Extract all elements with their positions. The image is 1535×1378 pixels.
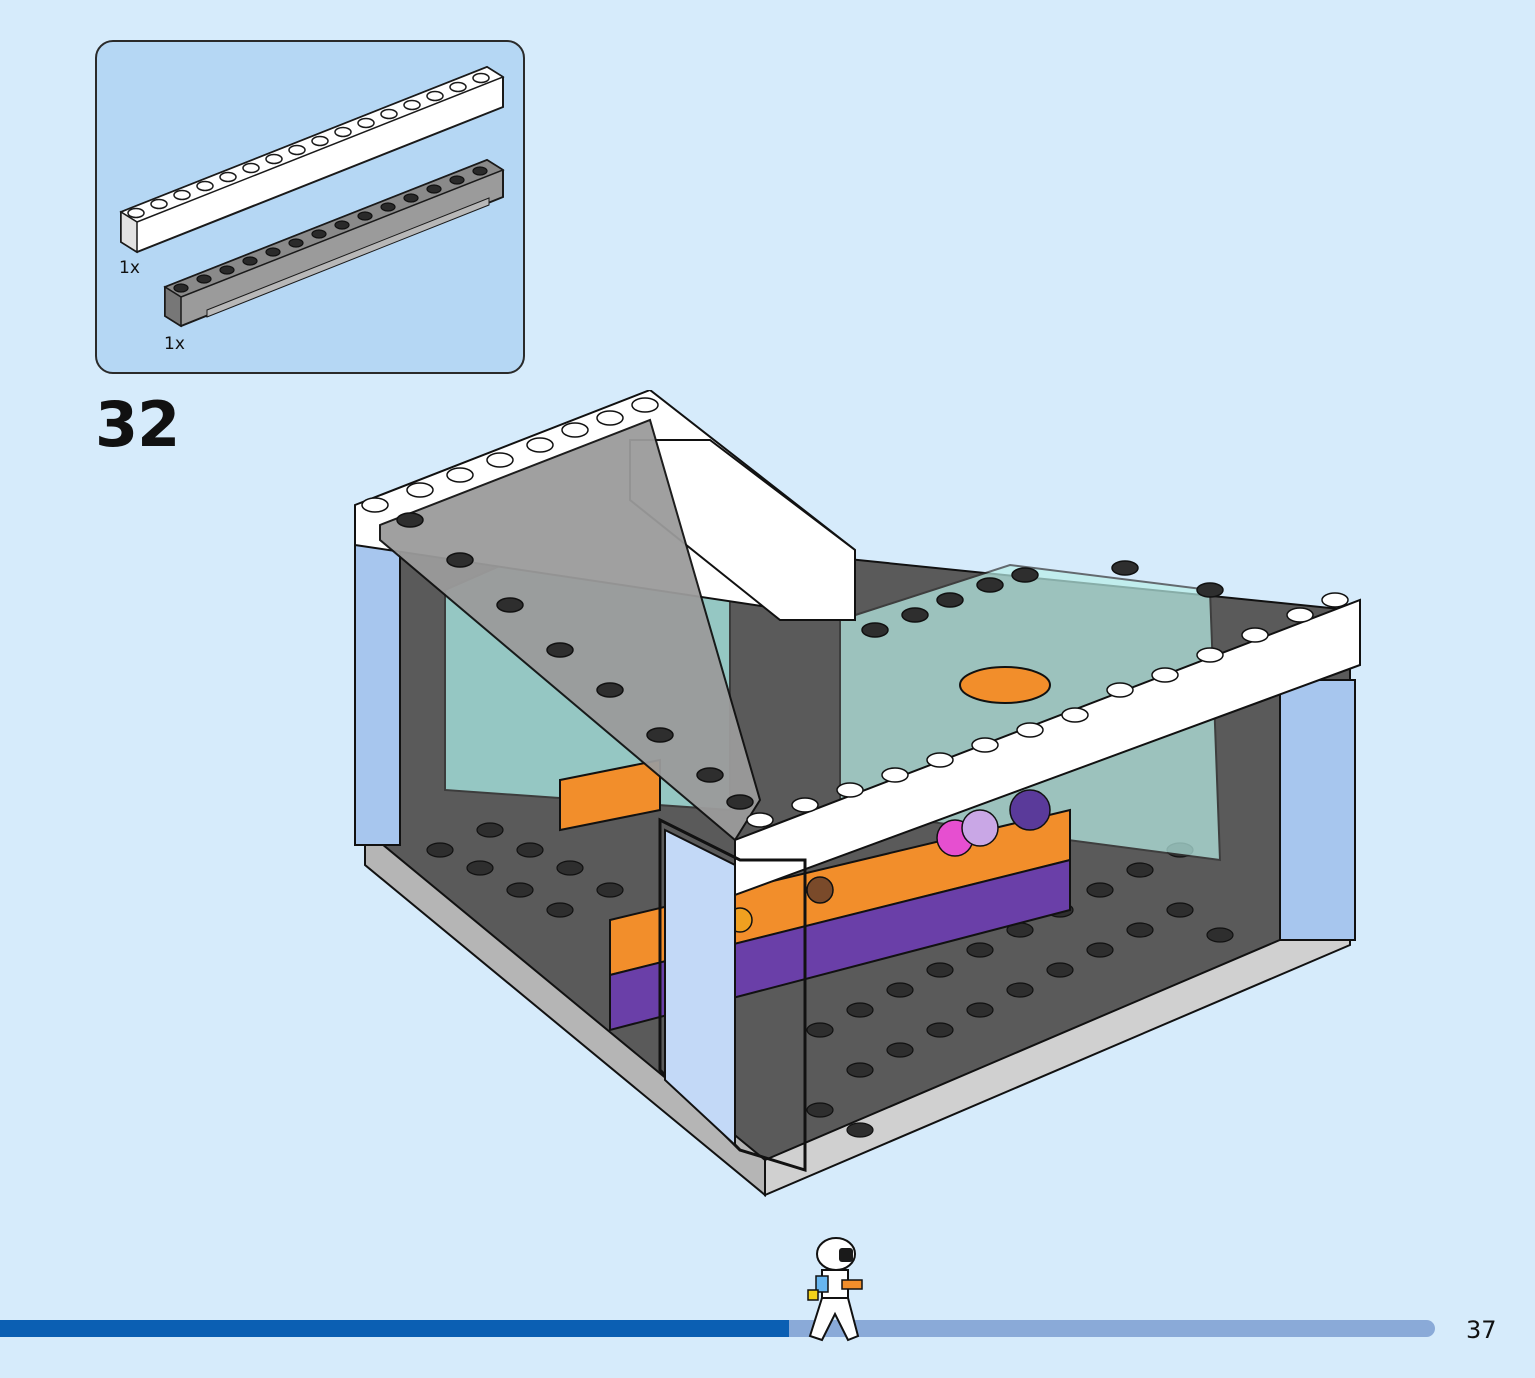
gray-plate-part <box>163 158 505 328</box>
page-number: 37 <box>1466 1316 1497 1344</box>
parts-illustration <box>119 65 505 328</box>
astronaut-minifigure-icon <box>807 1237 863 1342</box>
white-brick-part <box>119 65 505 254</box>
parts-callout-box: 1x 1x <box>95 40 525 374</box>
part-quantity-gray: 1x <box>164 334 185 354</box>
progress-bar <box>0 1320 1435 1337</box>
progress-bar-fill <box>0 1320 790 1337</box>
step-number: 32 <box>95 388 180 461</box>
model-illustration <box>354 390 1361 1198</box>
part-quantity-white: 1x <box>119 258 140 278</box>
